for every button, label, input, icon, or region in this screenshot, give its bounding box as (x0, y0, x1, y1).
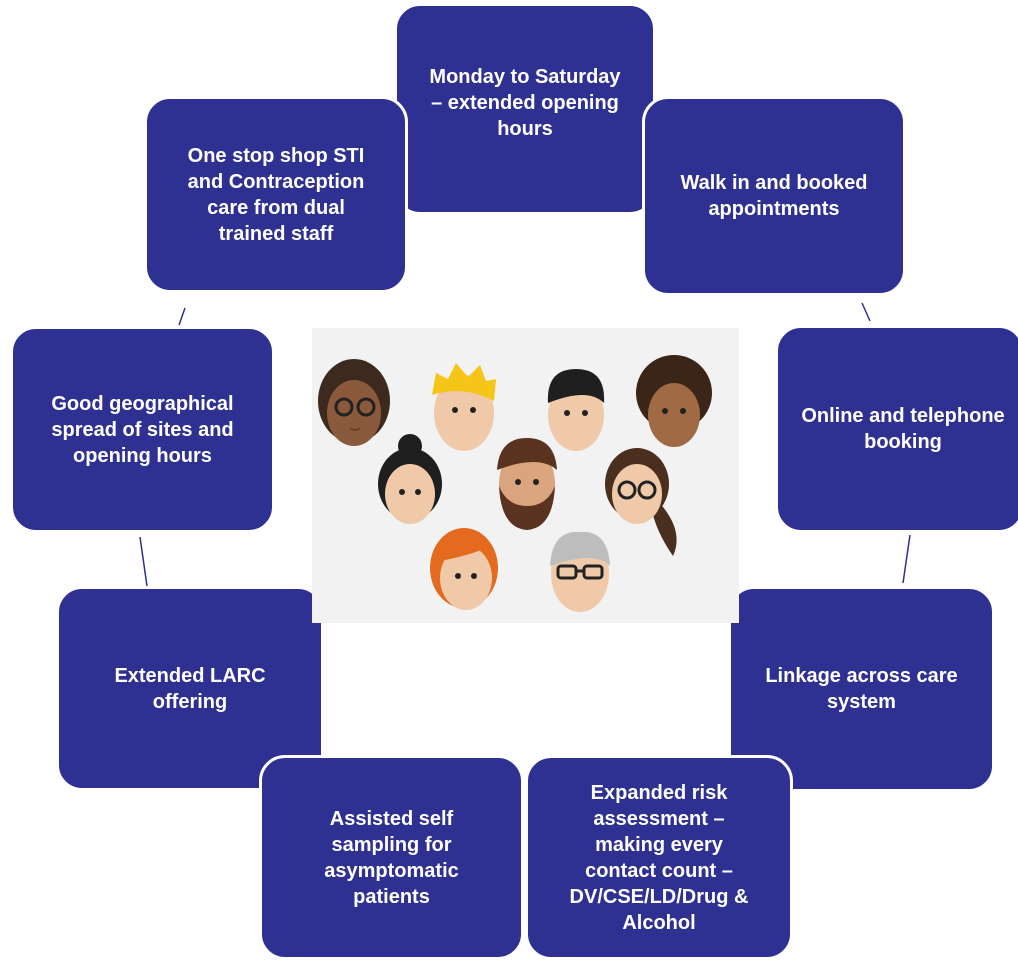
face-icon (550, 531, 610, 612)
group-of-people-icon (318, 355, 712, 612)
box-online-telephone-booking: Online and telephone booking (775, 325, 1018, 533)
face-icon (318, 359, 390, 446)
connector-line (139, 536, 148, 587)
face-icon (497, 438, 557, 530)
face-icon (432, 363, 496, 451)
box-one-stop-shop: One stop shop STI and Contraception care… (144, 96, 408, 293)
box-assisted-self-sampling: Assisted self sampling for asymptomatic … (259, 755, 524, 960)
connector-line (902, 534, 911, 584)
face-icon (547, 369, 605, 451)
box-monday-to-saturday: Monday to Saturday – extended opening ho… (394, 3, 656, 215)
face-icon (636, 355, 712, 447)
box-good-geographical-spread: Good geographical spread of sites and op… (10, 326, 275, 533)
connector-line (861, 302, 871, 322)
face-icon (430, 528, 498, 610)
face-icon (605, 448, 677, 556)
box-expanded-risk-assessment: Expanded risk assessment – making every … (525, 755, 793, 960)
connector-line (178, 307, 186, 326)
people-illustration (312, 328, 739, 623)
box-extended-larc: Extended LARC offering (56, 586, 324, 791)
box-walk-in-booked: Walk in and booked appointments (642, 96, 906, 296)
face-icon (378, 434, 442, 524)
